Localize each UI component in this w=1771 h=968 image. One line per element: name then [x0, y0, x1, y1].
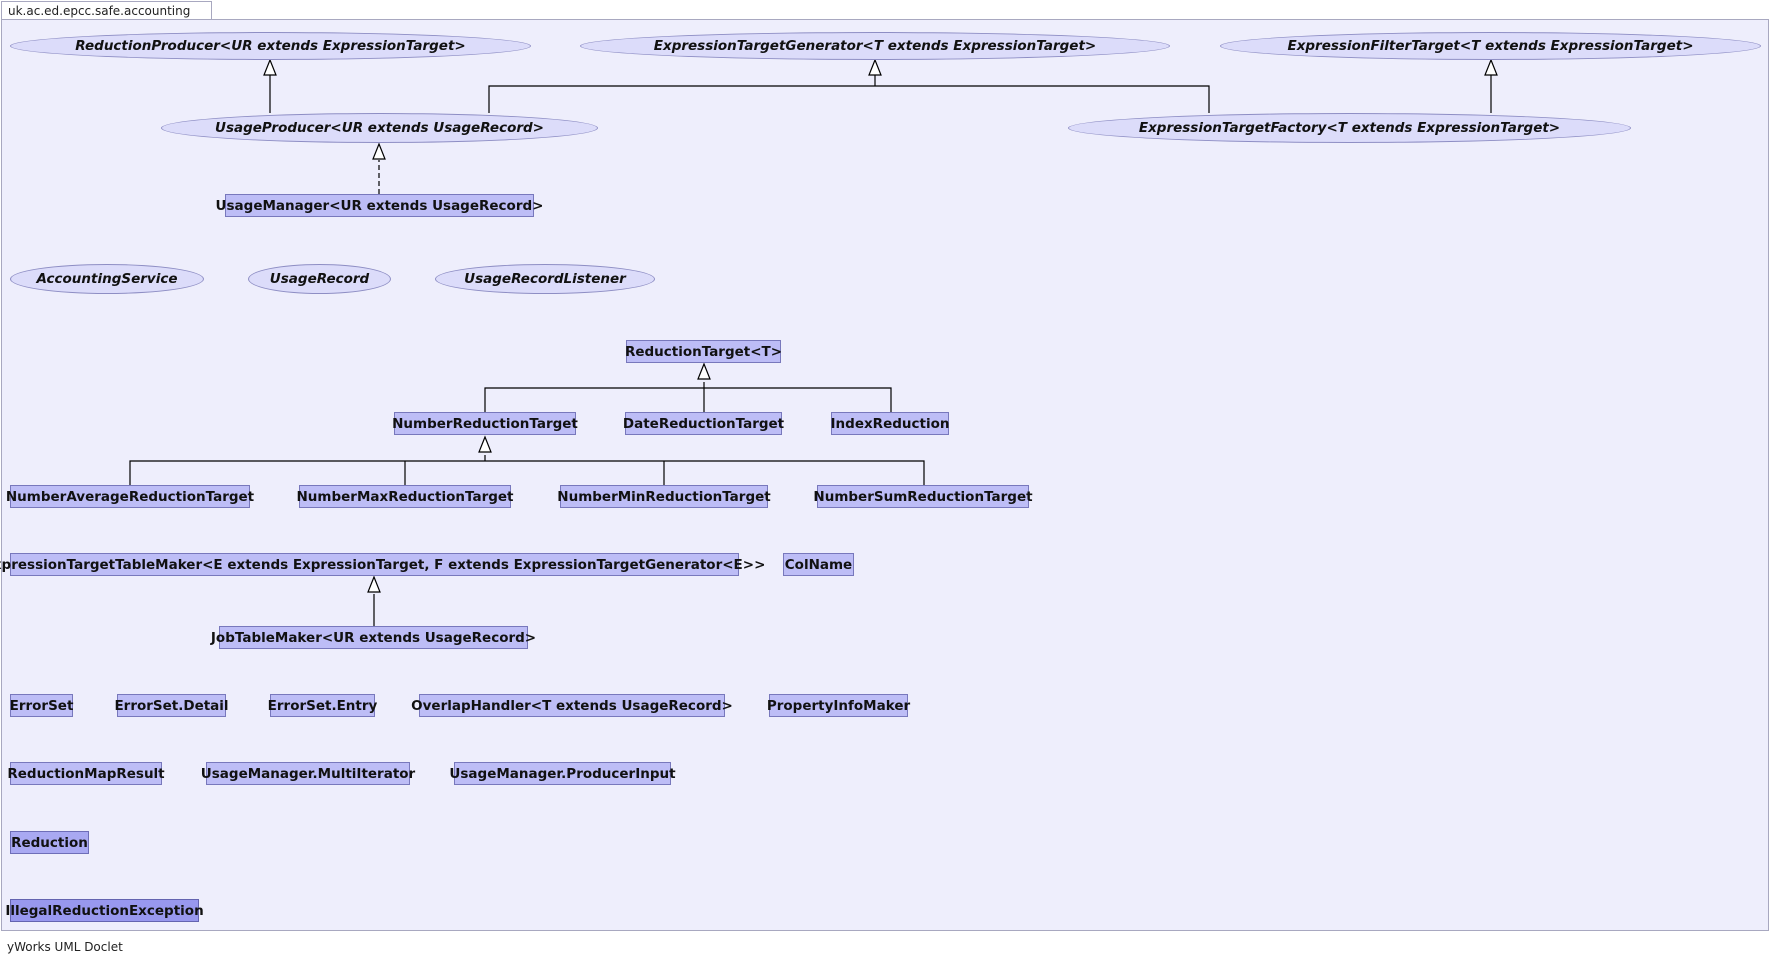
expression-target-generator-interface[interactable]: ExpressionTargetGenerator<T extends Expr… — [580, 32, 1170, 60]
footer-text: yWorks UML Doclet — [7, 940, 123, 954]
error-set-detail-class[interactable]: ErrorSet.Detail — [114, 694, 229, 717]
expression-target-table-maker-class[interactable]: ExpressionTargetTableMaker<E extends Exp… — [0, 553, 765, 576]
reduction-target-class[interactable]: ReductionTarget<T> — [625, 340, 782, 363]
usage-producer-interface[interactable]: UsageProducer<UR extends UsageRecord> — [161, 113, 598, 143]
usage-record-interface[interactable]: UsageRecord — [248, 264, 391, 294]
reduction-producer-interface[interactable]: ReductionProducer<UR extends ExpressionT… — [10, 32, 531, 60]
usage-manager-producer-input-class[interactable]: UsageManager.ProducerInput — [449, 762, 676, 785]
col-name-class[interactable]: ColName — [783, 553, 854, 576]
number-reduction-target-class[interactable]: NumberReductionTarget — [392, 412, 578, 435]
package-tab[interactable]: uk.ac.ed.epcc.safe.accounting — [1, 1, 213, 19]
usage-record-listener-interface[interactable]: UsageRecordListener — [435, 264, 655, 294]
expression-target-factory-interface[interactable]: ExpressionTargetFactory<T extends Expres… — [1068, 113, 1631, 143]
number-min-reduction-target-class[interactable]: NumberMinReductionTarget — [557, 485, 771, 508]
reduction-enum[interactable]: Reduction — [10, 831, 89, 854]
usage-manager-class[interactable]: UsageManager<UR extends UsageRecord> — [216, 194, 543, 217]
error-set-class[interactable]: ErrorSet — [10, 694, 73, 717]
number-average-reduction-target-class[interactable]: NumberAverageReductionTarget — [6, 485, 254, 508]
index-reduction-class[interactable]: IndexReduction — [831, 412, 949, 435]
illegal-reduction-exception-class[interactable]: IllegalReductionException — [5, 899, 204, 922]
job-table-maker-class[interactable]: JobTableMaker<UR extends UsageRecord> — [211, 626, 536, 649]
date-reduction-target-class[interactable]: DateReductionTarget — [623, 412, 784, 435]
error-set-entry-class[interactable]: ErrorSet.Entry — [268, 694, 377, 717]
number-sum-reduction-target-class[interactable]: NumberSumReductionTarget — [813, 485, 1033, 508]
usage-manager-multi-iterator-class[interactable]: UsageManager.MultiIterator — [201, 762, 415, 785]
overlap-handler-class[interactable]: OverlapHandler<T extends UsageRecord> — [411, 694, 733, 717]
property-info-maker-class[interactable]: PropertyInfoMaker — [767, 694, 910, 717]
reduction-map-result-class[interactable]: ReductionMapResult — [7, 762, 165, 785]
accounting-service-interface[interactable]: AccountingService — [10, 264, 204, 294]
number-max-reduction-target-class[interactable]: NumberMaxReductionTarget — [297, 485, 514, 508]
expression-filter-target-interface[interactable]: ExpressionFilterTarget<T extends Express… — [1220, 32, 1761, 60]
